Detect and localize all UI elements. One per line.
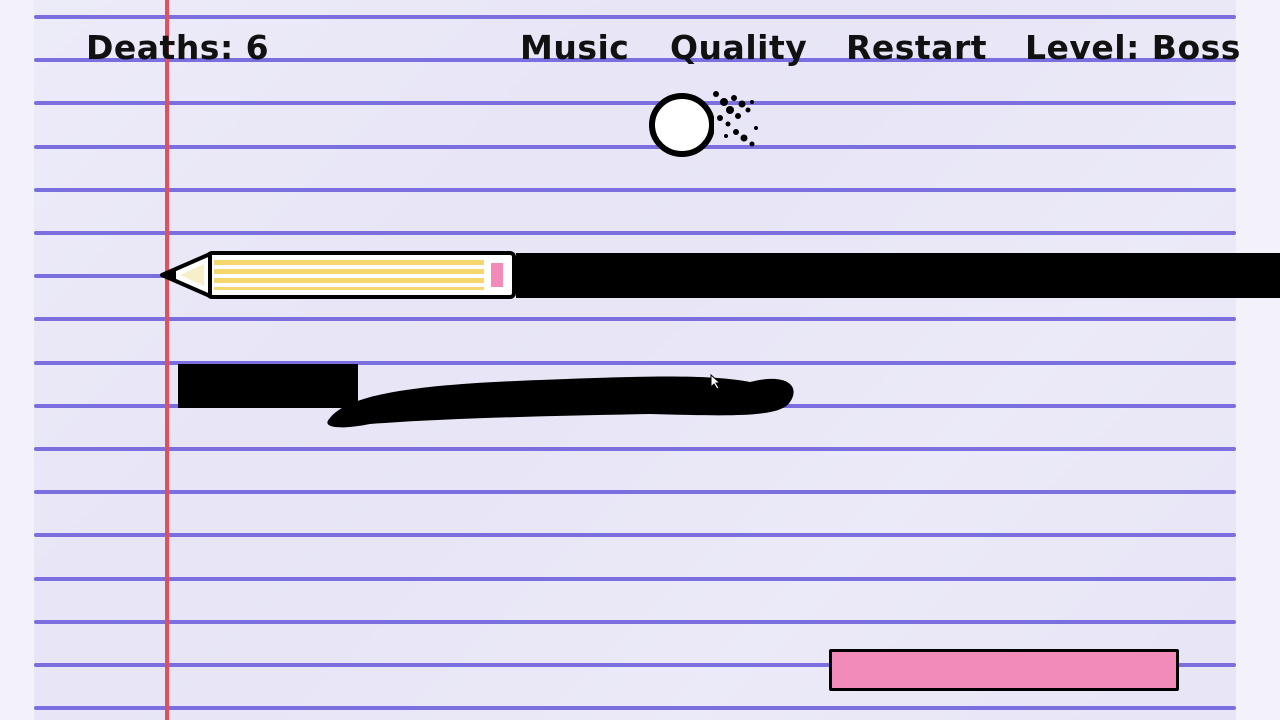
music-button[interactable]: Music xyxy=(520,28,630,67)
notebook-rule-line xyxy=(34,361,1236,365)
notebook-rule-line xyxy=(34,447,1236,451)
ink-wall-top-right xyxy=(516,253,1280,298)
notebook-rule-line xyxy=(34,317,1236,321)
notebook-rule-line xyxy=(34,101,1236,105)
level-indicator: Level: Boss xyxy=(1025,28,1241,67)
notebook-rule-line xyxy=(34,15,1236,19)
notebook-rule-line xyxy=(34,188,1236,192)
paper-edge-right xyxy=(1236,0,1280,720)
notebook-rule-line xyxy=(34,706,1236,710)
deaths-counter: Deaths: 6 xyxy=(86,28,270,67)
notebook-rule-line xyxy=(34,663,1236,667)
notebook-rule-line xyxy=(34,231,1236,235)
drawn-ink-line xyxy=(327,376,794,428)
ink-wall-left-block xyxy=(178,364,358,408)
ink-particles xyxy=(713,91,758,147)
restart-button[interactable]: Restart xyxy=(846,28,988,67)
notebook-rule-line xyxy=(34,145,1236,149)
goal-platform xyxy=(829,649,1179,691)
quality-button[interactable]: Quality xyxy=(670,28,808,67)
ball-player-icon xyxy=(649,93,714,157)
notebook-rule-line xyxy=(34,58,1236,62)
pencil-icon xyxy=(160,251,516,299)
notebook-rule-line xyxy=(34,490,1236,494)
notebook-margin-line xyxy=(165,0,169,720)
mouse-cursor-icon xyxy=(710,374,722,390)
notebook-rule-line xyxy=(34,577,1236,581)
paper-edge-left xyxy=(0,0,34,720)
notebook-rule-line xyxy=(34,620,1236,624)
notebook-rule-line xyxy=(34,533,1236,537)
